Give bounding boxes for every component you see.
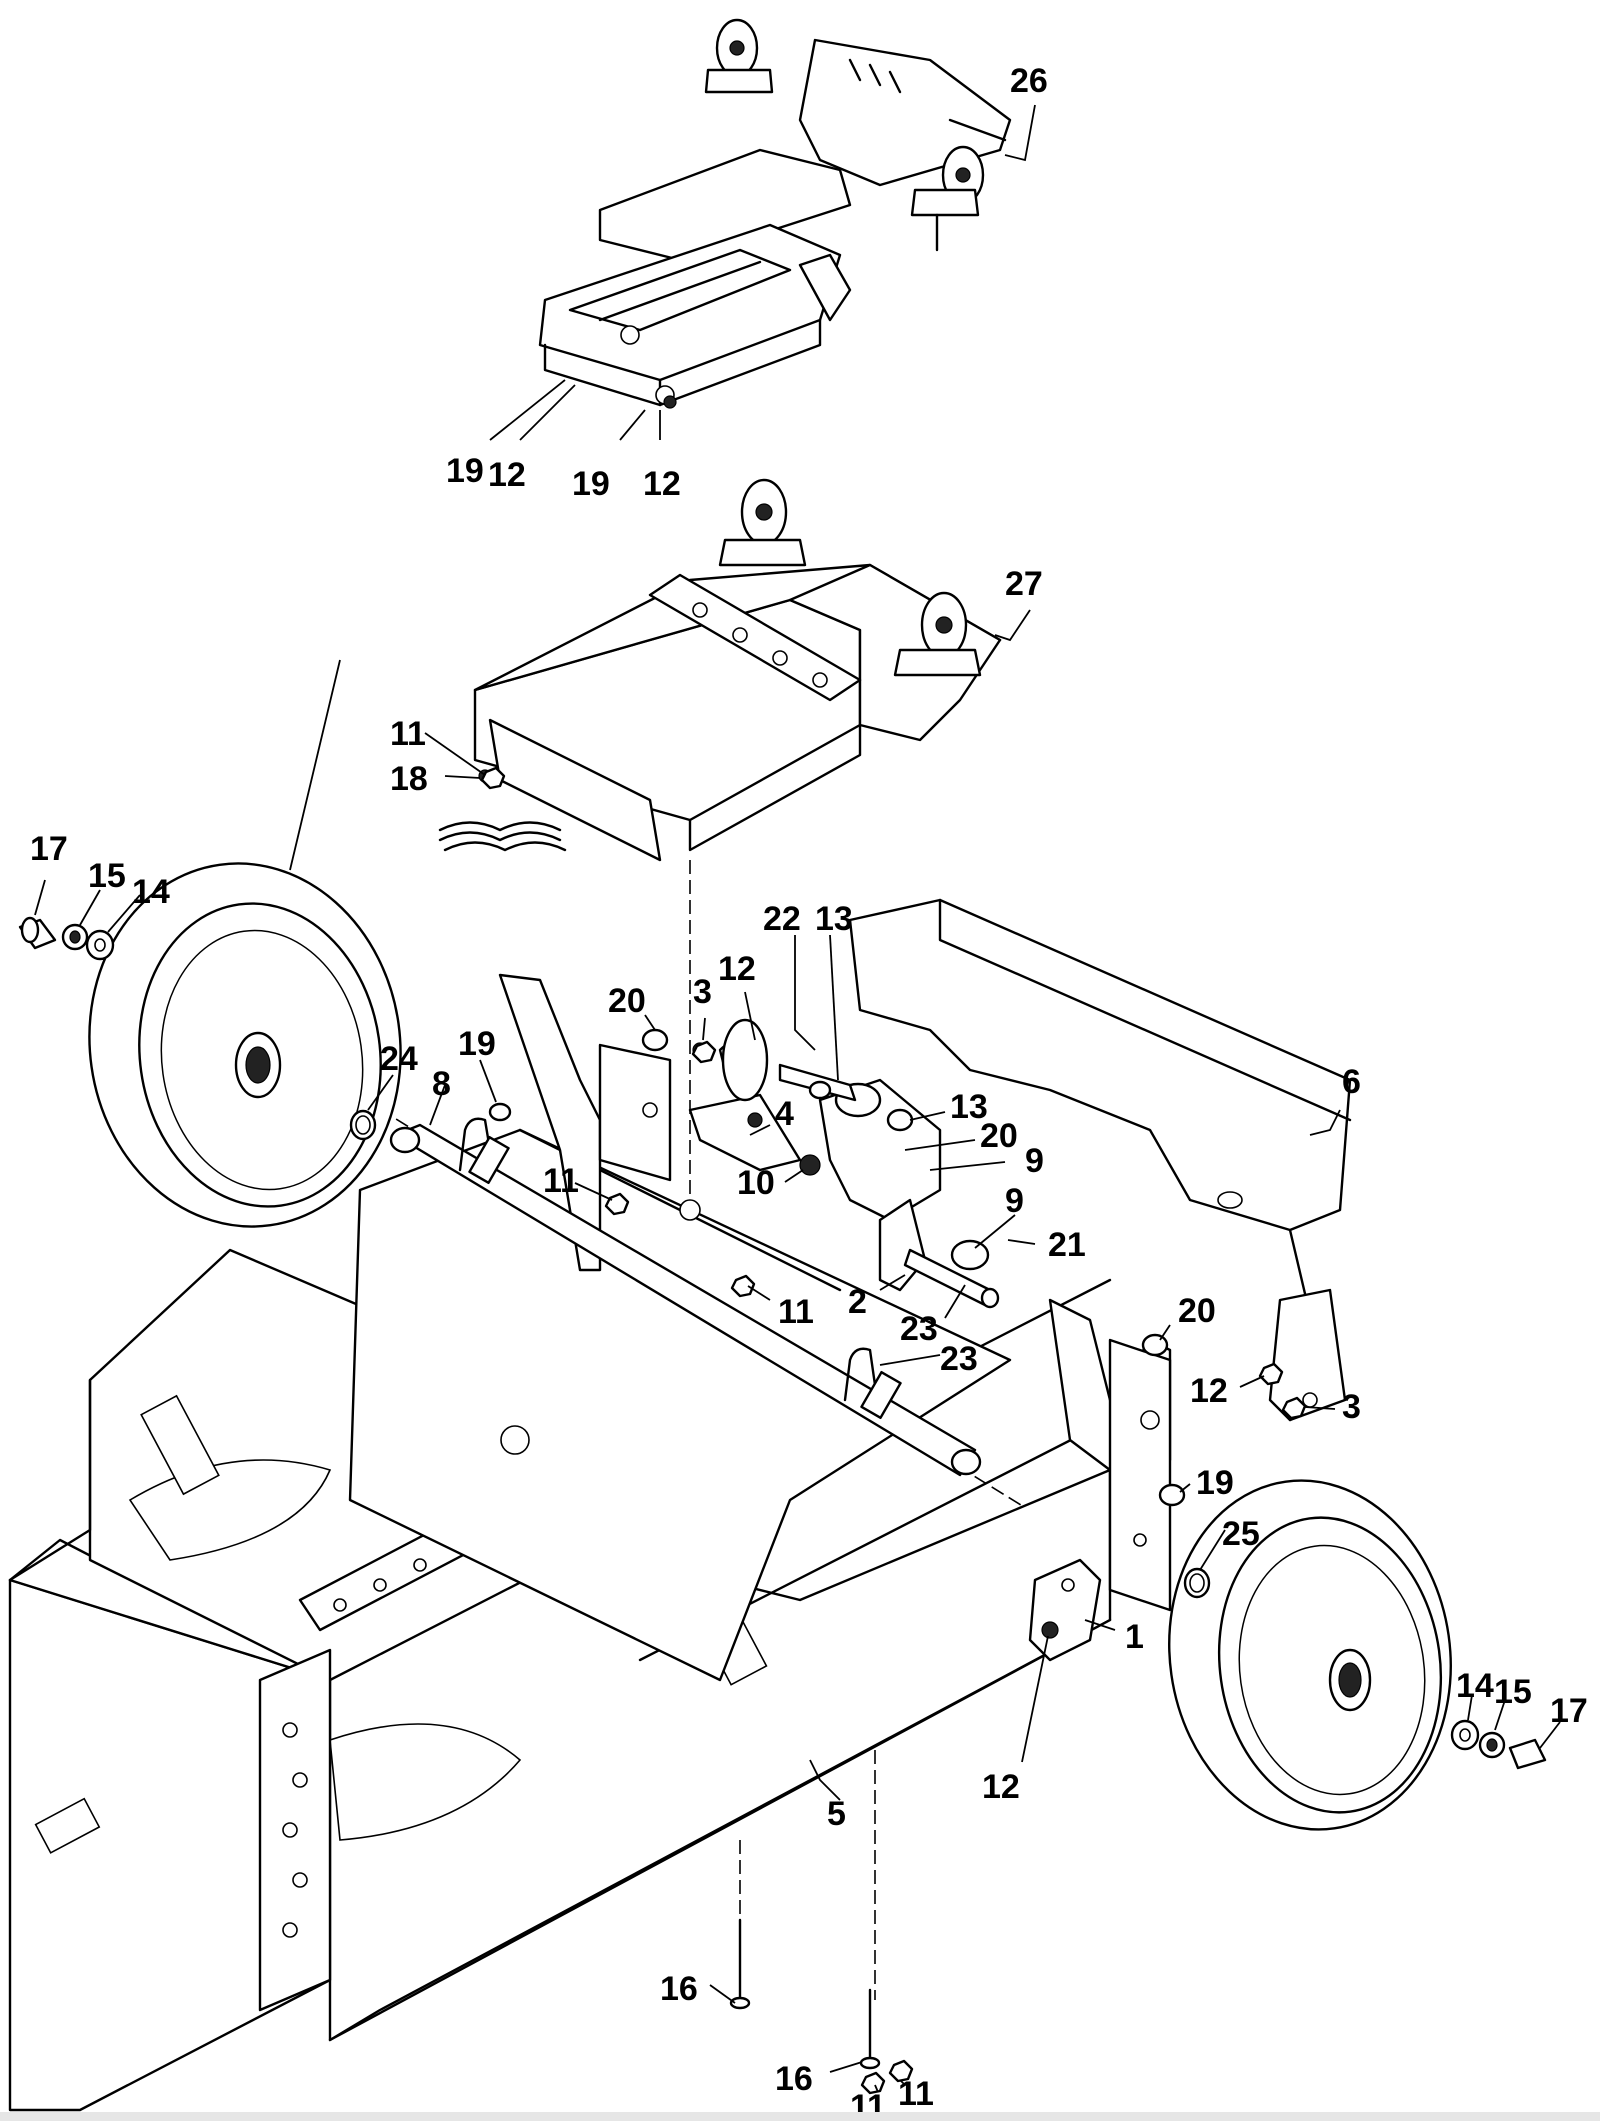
- callout-15: 15: [88, 857, 126, 895]
- callout-11: 11: [898, 2075, 934, 2113]
- callout-11: 11: [543, 1162, 579, 1200]
- callout-20: 20: [608, 982, 646, 1020]
- callout-22: 23: [940, 1340, 978, 1378]
- callout-16: 16: [660, 1970, 698, 2008]
- bottom-divider: [0, 2112, 1600, 2121]
- callout-19: 19: [572, 465, 610, 503]
- hardware: [18, 766, 1547, 2095]
- left-wheel: [88, 862, 402, 1228]
- callout-12: 12: [488, 456, 526, 494]
- callout-12: 12: [643, 465, 681, 503]
- callout-17: 17: [1550, 1692, 1588, 1730]
- callout-21: 21: [1048, 1226, 1086, 1264]
- latch-assembly: [688, 1018, 1000, 1309]
- callout-1: 1: [1125, 1618, 1144, 1656]
- callout-19: 19: [446, 452, 484, 490]
- callout-18: 18: [390, 760, 428, 798]
- callout-13: 13: [950, 1088, 988, 1126]
- callout-25: 26: [1010, 62, 1048, 100]
- main-frame: [8, 1248, 1112, 2112]
- callout-4: 4: [775, 1095, 794, 1133]
- right-wheel: [1168, 1479, 1452, 1831]
- callout-16: 16: [775, 2060, 813, 2098]
- seat-base-bracket: [848, 898, 1352, 1422]
- callout-24: 25: [1222, 1515, 1260, 1553]
- callout-19: 19: [458, 1025, 496, 1063]
- axle: [389, 1117, 982, 1477]
- callout-19: 19: [1196, 1464, 1234, 1502]
- callout-14: 14: [132, 873, 170, 911]
- callout-24: 24: [380, 1040, 418, 1078]
- callout-8: 9: [1025, 1142, 1044, 1180]
- callout-23: 22: [763, 900, 801, 938]
- callout-9: 9: [1005, 1182, 1024, 1220]
- callout-23: 23: [900, 1310, 938, 1348]
- callout-12: 12: [982, 1768, 1020, 1806]
- callout-labels: 26 19 12 19 12 27 11 18 17 15 14 22 13 1…: [30, 62, 1588, 2121]
- bracket: [1028, 1558, 1102, 1662]
- callout-20: 20: [1178, 1292, 1216, 1330]
- callout-3: 3: [693, 973, 712, 1011]
- lower-cradle-assembly: [438, 478, 1002, 862]
- callout-12: 12: [1190, 1372, 1228, 1410]
- callout-13: 13: [815, 900, 853, 938]
- callout-3: 3: [1342, 1388, 1361, 1426]
- callout-7: 8: [432, 1065, 451, 1103]
- right-side-plate: [1048, 1298, 1172, 1612]
- callout-2: 2: [848, 1283, 867, 1321]
- callout-11: 11: [390, 715, 426, 753]
- upper-cradle-assembly: [538, 18, 1012, 409]
- callout-5: 5: [827, 1795, 846, 1833]
- callout-21: 20: [980, 1117, 1018, 1155]
- callout-10: 10: [737, 1164, 775, 1202]
- callout-6: 6: [1342, 1063, 1361, 1101]
- callout-12: 12: [718, 950, 756, 988]
- left-side-plate: [498, 973, 672, 1272]
- callout-14: 14: [1456, 1667, 1494, 1705]
- callout-26: 27: [1005, 565, 1043, 603]
- callout-17: 17: [30, 830, 68, 868]
- callout-11: 11: [778, 1293, 814, 1331]
- leader-lines: [34, 104, 1561, 2093]
- callout-15: 15: [1494, 1673, 1532, 1711]
